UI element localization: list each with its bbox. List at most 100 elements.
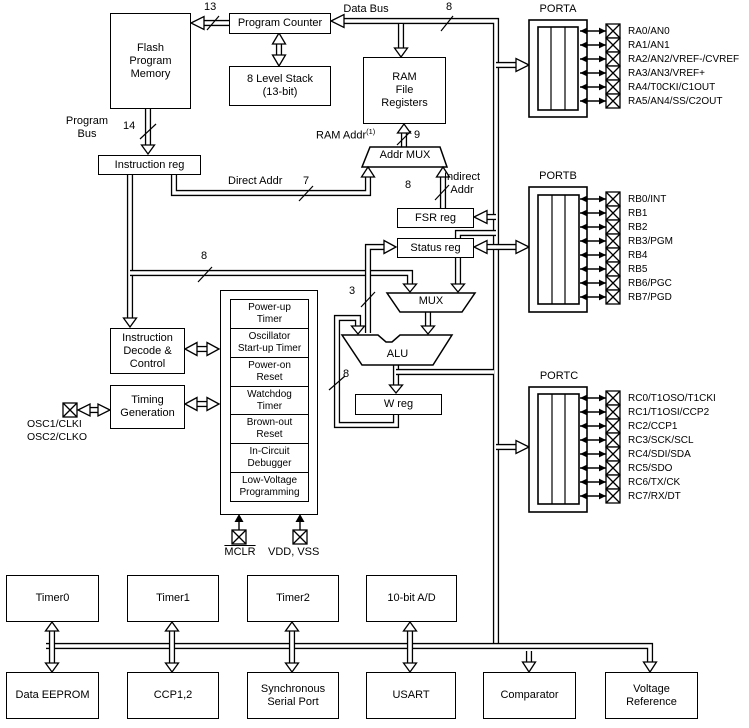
pin-label-rc7: RC7/RX/DT bbox=[628, 490, 681, 502]
voltage-reference-block: Voltage Reference bbox=[605, 672, 698, 719]
pin-pad-icon bbox=[605, 23, 621, 39]
fsr-reg-block: FSR reg bbox=[397, 208, 474, 228]
ram-file-registers-block: RAM File Registers bbox=[363, 57, 446, 124]
pin-pad-icon bbox=[605, 65, 621, 81]
pin-label-rc5: RC5/SDO bbox=[628, 462, 673, 474]
addr-mux-label: Addr MUX bbox=[379, 149, 431, 161]
pin-pad-icon bbox=[605, 205, 621, 221]
pin-label-ra2: RA2/AN2/VREF-/CVREF bbox=[628, 53, 740, 65]
pin-pad-icon bbox=[605, 247, 621, 263]
timing-generation-block: Timing Generation bbox=[110, 385, 185, 429]
ram-addr-text: RAM Addr bbox=[316, 129, 367, 142]
mux-label: MUX bbox=[418, 295, 444, 307]
instruction-decode-block: Instruction Decode & Control bbox=[110, 328, 185, 374]
pin-label-rb5: RB5 bbox=[628, 263, 648, 275]
pin-pad-icon bbox=[605, 474, 621, 490]
osc2-clko-label: OSC2/CLKO bbox=[27, 431, 88, 443]
pin-label-rb4: RB4 bbox=[628, 249, 648, 261]
program-bus-width: 14 bbox=[123, 120, 136, 132]
pin-label-rb3: RB3/PGM bbox=[628, 235, 674, 247]
pin-pad-icon bbox=[605, 37, 621, 53]
synchronous-serial-port-block: Synchronous Serial Port bbox=[247, 672, 339, 719]
program-bus-label: Program Bus bbox=[65, 115, 109, 140]
pin-pad-icon bbox=[605, 79, 621, 95]
pin-pad-icon bbox=[605, 275, 621, 291]
sys-function-low-voltage-programming: Low-Voltage Programming bbox=[239, 475, 300, 499]
pin-label-ra0: RA0/AN0 bbox=[628, 25, 670, 37]
portc-pin-lines bbox=[580, 394, 606, 500]
pin-label-ra1: RA1/AN1 bbox=[628, 39, 670, 51]
power-pin-lines bbox=[234, 514, 305, 530]
sys-function-in-circuit-debugger: In-Circuit Debugger bbox=[231, 444, 308, 474]
vdd-vss-label: VDD, VSS bbox=[268, 546, 320, 558]
portb-pin-lines bbox=[580, 195, 606, 301]
sys-function-oscillator-start-up-timer: Oscillator Start-up Timer bbox=[231, 329, 308, 358]
pin-label-rc0: RC0/T1OSO/T1CKI bbox=[628, 392, 716, 404]
pin-pad-icon bbox=[605, 404, 621, 420]
mclr-label: MCLR bbox=[216, 546, 264, 559]
pin-label-ra3: RA3/AN3/VREF+ bbox=[628, 67, 705, 79]
pin-pad-icon bbox=[605, 446, 621, 462]
pin-pad-icon bbox=[605, 488, 621, 504]
ram-addr-note: (1) bbox=[366, 127, 376, 136]
sys-function-power-up-timer: Power-up Timer bbox=[231, 300, 308, 329]
pin-pad-icon bbox=[605, 93, 621, 109]
pin-label-rb1: RB1 bbox=[628, 207, 648, 219]
timer2-block: Timer2 bbox=[247, 575, 339, 622]
bus-width-slashes bbox=[139, 15, 454, 391]
w-alu-width: 8 bbox=[343, 368, 350, 380]
pin-pad-icon bbox=[605, 432, 621, 448]
sys-function-power-on-reset: Power-on Reset bbox=[231, 358, 308, 387]
bus-arrowheads bbox=[44, 13, 658, 674]
pin-pad-icon bbox=[605, 460, 621, 476]
indirect-addr-width: 8 bbox=[405, 179, 412, 191]
mclr-text: MCLR bbox=[224, 546, 256, 558]
pin-pad-icon bbox=[605, 418, 621, 434]
usart-block: USART bbox=[366, 672, 456, 719]
pin-label-rb7: RB7/PGD bbox=[628, 291, 672, 303]
portc-box bbox=[528, 386, 588, 513]
pin-label-rb2: RB2 bbox=[628, 221, 648, 233]
direct-addr-label: Direct Addr bbox=[228, 175, 283, 187]
w-reg-block: W reg bbox=[355, 394, 442, 415]
pin-label-rc3: RC3/SCK/SCL bbox=[628, 434, 694, 446]
pin-pad-icon bbox=[605, 261, 621, 277]
status-alu-width: 3 bbox=[349, 285, 356, 297]
pin-pad-icon bbox=[605, 289, 621, 305]
pin-pad-icon bbox=[605, 51, 621, 67]
sys-functions-list: Power-up Timer Oscillator Start-up Timer… bbox=[230, 299, 309, 502]
portc-title: PORTC bbox=[539, 370, 579, 382]
porta-title: PORTA bbox=[539, 3, 577, 15]
osc-pin-pad-icon bbox=[62, 402, 78, 418]
pin-label-rc2: RC2/CCP1 bbox=[628, 420, 678, 432]
instruction-reg-block: Instruction reg bbox=[98, 155, 201, 175]
sys-function-brown-out-reset: Brown-out Reset bbox=[231, 415, 308, 445]
porta-pin-lines bbox=[580, 27, 606, 105]
mux-alu-shapes bbox=[340, 146, 477, 366]
pin-pad-icon bbox=[605, 191, 621, 207]
data-eeprom-block: Data EEPROM bbox=[6, 672, 99, 719]
pin-pad-icon bbox=[605, 390, 621, 406]
data-bus-width: 8 bbox=[446, 1, 453, 13]
addr-mux-shape bbox=[360, 146, 449, 168]
pin-pad-icon bbox=[605, 233, 621, 249]
alu-shape bbox=[340, 334, 454, 366]
timer1-block: Timer1 bbox=[127, 575, 219, 622]
pin-label-rb6: RB6/PGC bbox=[628, 277, 672, 289]
pc-bus-width: 13 bbox=[204, 1, 217, 13]
portb-title: PORTB bbox=[539, 170, 577, 182]
porta-box bbox=[528, 19, 588, 118]
portb-box bbox=[528, 186, 588, 313]
pin-label-rc4: RC4/SDI/SDA bbox=[628, 448, 691, 460]
indirect-addr-label: Indirect Addr bbox=[443, 171, 481, 196]
literal-bus-width: 8 bbox=[201, 250, 208, 262]
data-bus-label: Data Bus bbox=[343, 3, 389, 15]
sys-function-watchdog-timer: Watchdog Timer bbox=[231, 387, 308, 416]
adc-block: 10-bit A/D bbox=[366, 575, 457, 622]
pin-label-ra5: RA5/AN4/SS/C2OUT bbox=[628, 95, 723, 107]
flash-program-memory-block: Flash Program Memory bbox=[110, 13, 191, 109]
pin-label-ra4: RA4/T0CKI/C1OUT bbox=[628, 81, 716, 93]
pin-label-rb0: RB0/INT bbox=[628, 193, 667, 205]
